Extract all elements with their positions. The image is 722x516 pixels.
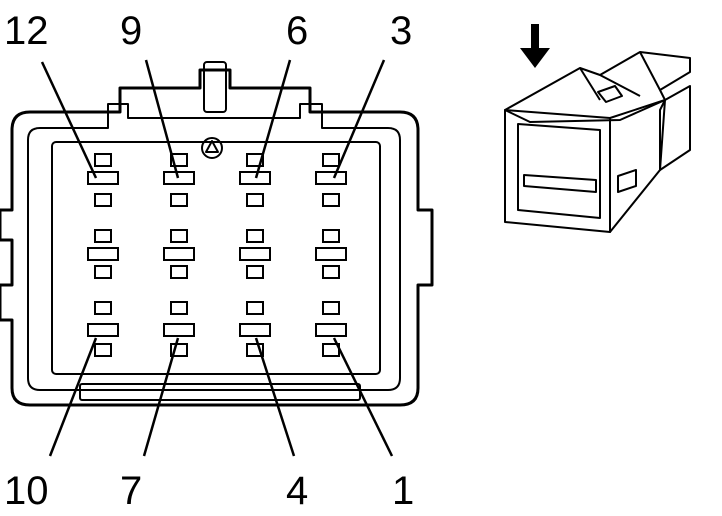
terminal-lock-window [322, 229, 340, 243]
terminal-lock-window [94, 301, 112, 315]
iso-ridge-2 [639, 51, 661, 91]
terminal-lock-window [322, 193, 340, 207]
terminal-cavity [239, 171, 271, 185]
terminal-cavity [239, 323, 271, 337]
terminal-lock-window [94, 343, 112, 357]
terminal-lock-window [322, 301, 340, 315]
terminal-cavity [315, 247, 347, 261]
terminal-cavity [87, 171, 119, 185]
terminal-lock-window [246, 301, 264, 315]
connector-inner-wall [27, 103, 401, 391]
terminal-lock-window [170, 193, 188, 207]
pin-label-9: 9 [120, 9, 142, 53]
bottom-key-slot [79, 383, 361, 401]
pin-label-10: 10 [4, 469, 49, 513]
terminal-cavity [163, 323, 195, 337]
pin-label-6: 6 [286, 9, 308, 53]
terminal-lock-window [94, 229, 112, 243]
leader-pin-9 [144, 59, 180, 179]
iso-front-opening [517, 123, 601, 219]
terminal-lock-window [94, 265, 112, 279]
leader-pin-4 [254, 337, 296, 457]
terminal-lock-window [170, 301, 188, 315]
latch-tab [203, 61, 227, 113]
leader-pin-10 [48, 337, 98, 457]
terminal-cavity [239, 247, 271, 261]
terminal-lock-window [170, 229, 188, 243]
iso-body-top [504, 51, 691, 123]
leader-pin-6 [254, 59, 292, 179]
terminal-grid [87, 153, 347, 357]
iso-latch-ramp [597, 85, 623, 103]
iso-side-latch [617, 169, 637, 193]
terminal-lock-window [246, 193, 264, 207]
leader-pin-12 [40, 61, 98, 179]
terminal-cavity-area [51, 141, 381, 375]
terminal-lock-window [94, 193, 112, 207]
terminal-lock-window [246, 153, 264, 167]
terminal-cavity [87, 323, 119, 337]
arrow-down-icon [520, 24, 550, 68]
terminal-cavity [315, 171, 347, 185]
terminal-lock-window [322, 265, 340, 279]
iso-ridge-1 [579, 67, 601, 101]
leader-pin-7 [142, 337, 180, 457]
iso-body-right [659, 85, 691, 171]
connector-isometric-view [504, 24, 691, 233]
keying-hole [201, 137, 223, 159]
terminal-lock-window [322, 153, 340, 167]
connector-face [0, 61, 434, 407]
pin-label-1: 1 [392, 469, 414, 513]
terminal-lock-window [246, 229, 264, 243]
connector-outer-shell [0, 68, 434, 407]
terminal-lock-window [246, 265, 264, 279]
pin-labels: 12 9 6 3 10 7 4 1 [4, 9, 414, 513]
iso-side-panel [609, 99, 666, 233]
terminal-cavity [87, 247, 119, 261]
terminal-cavity [163, 171, 195, 185]
pin-label-3: 3 [390, 9, 412, 53]
terminal-lock-window [170, 265, 188, 279]
pin-label-12: 12 [4, 9, 49, 53]
terminal-lock-window [94, 153, 112, 167]
terminal-cavity [315, 323, 347, 337]
iso-inner-ledge [523, 174, 597, 193]
leader-lines [40, 59, 394, 457]
keying-triangle [205, 140, 219, 153]
leader-pin-1 [332, 337, 394, 457]
terminal-cavity [163, 247, 195, 261]
pin-label-4: 4 [286, 469, 308, 513]
pin-label-7: 7 [120, 469, 142, 513]
iso-ridge-3 [599, 74, 641, 97]
leader-pin-3 [332, 59, 386, 179]
